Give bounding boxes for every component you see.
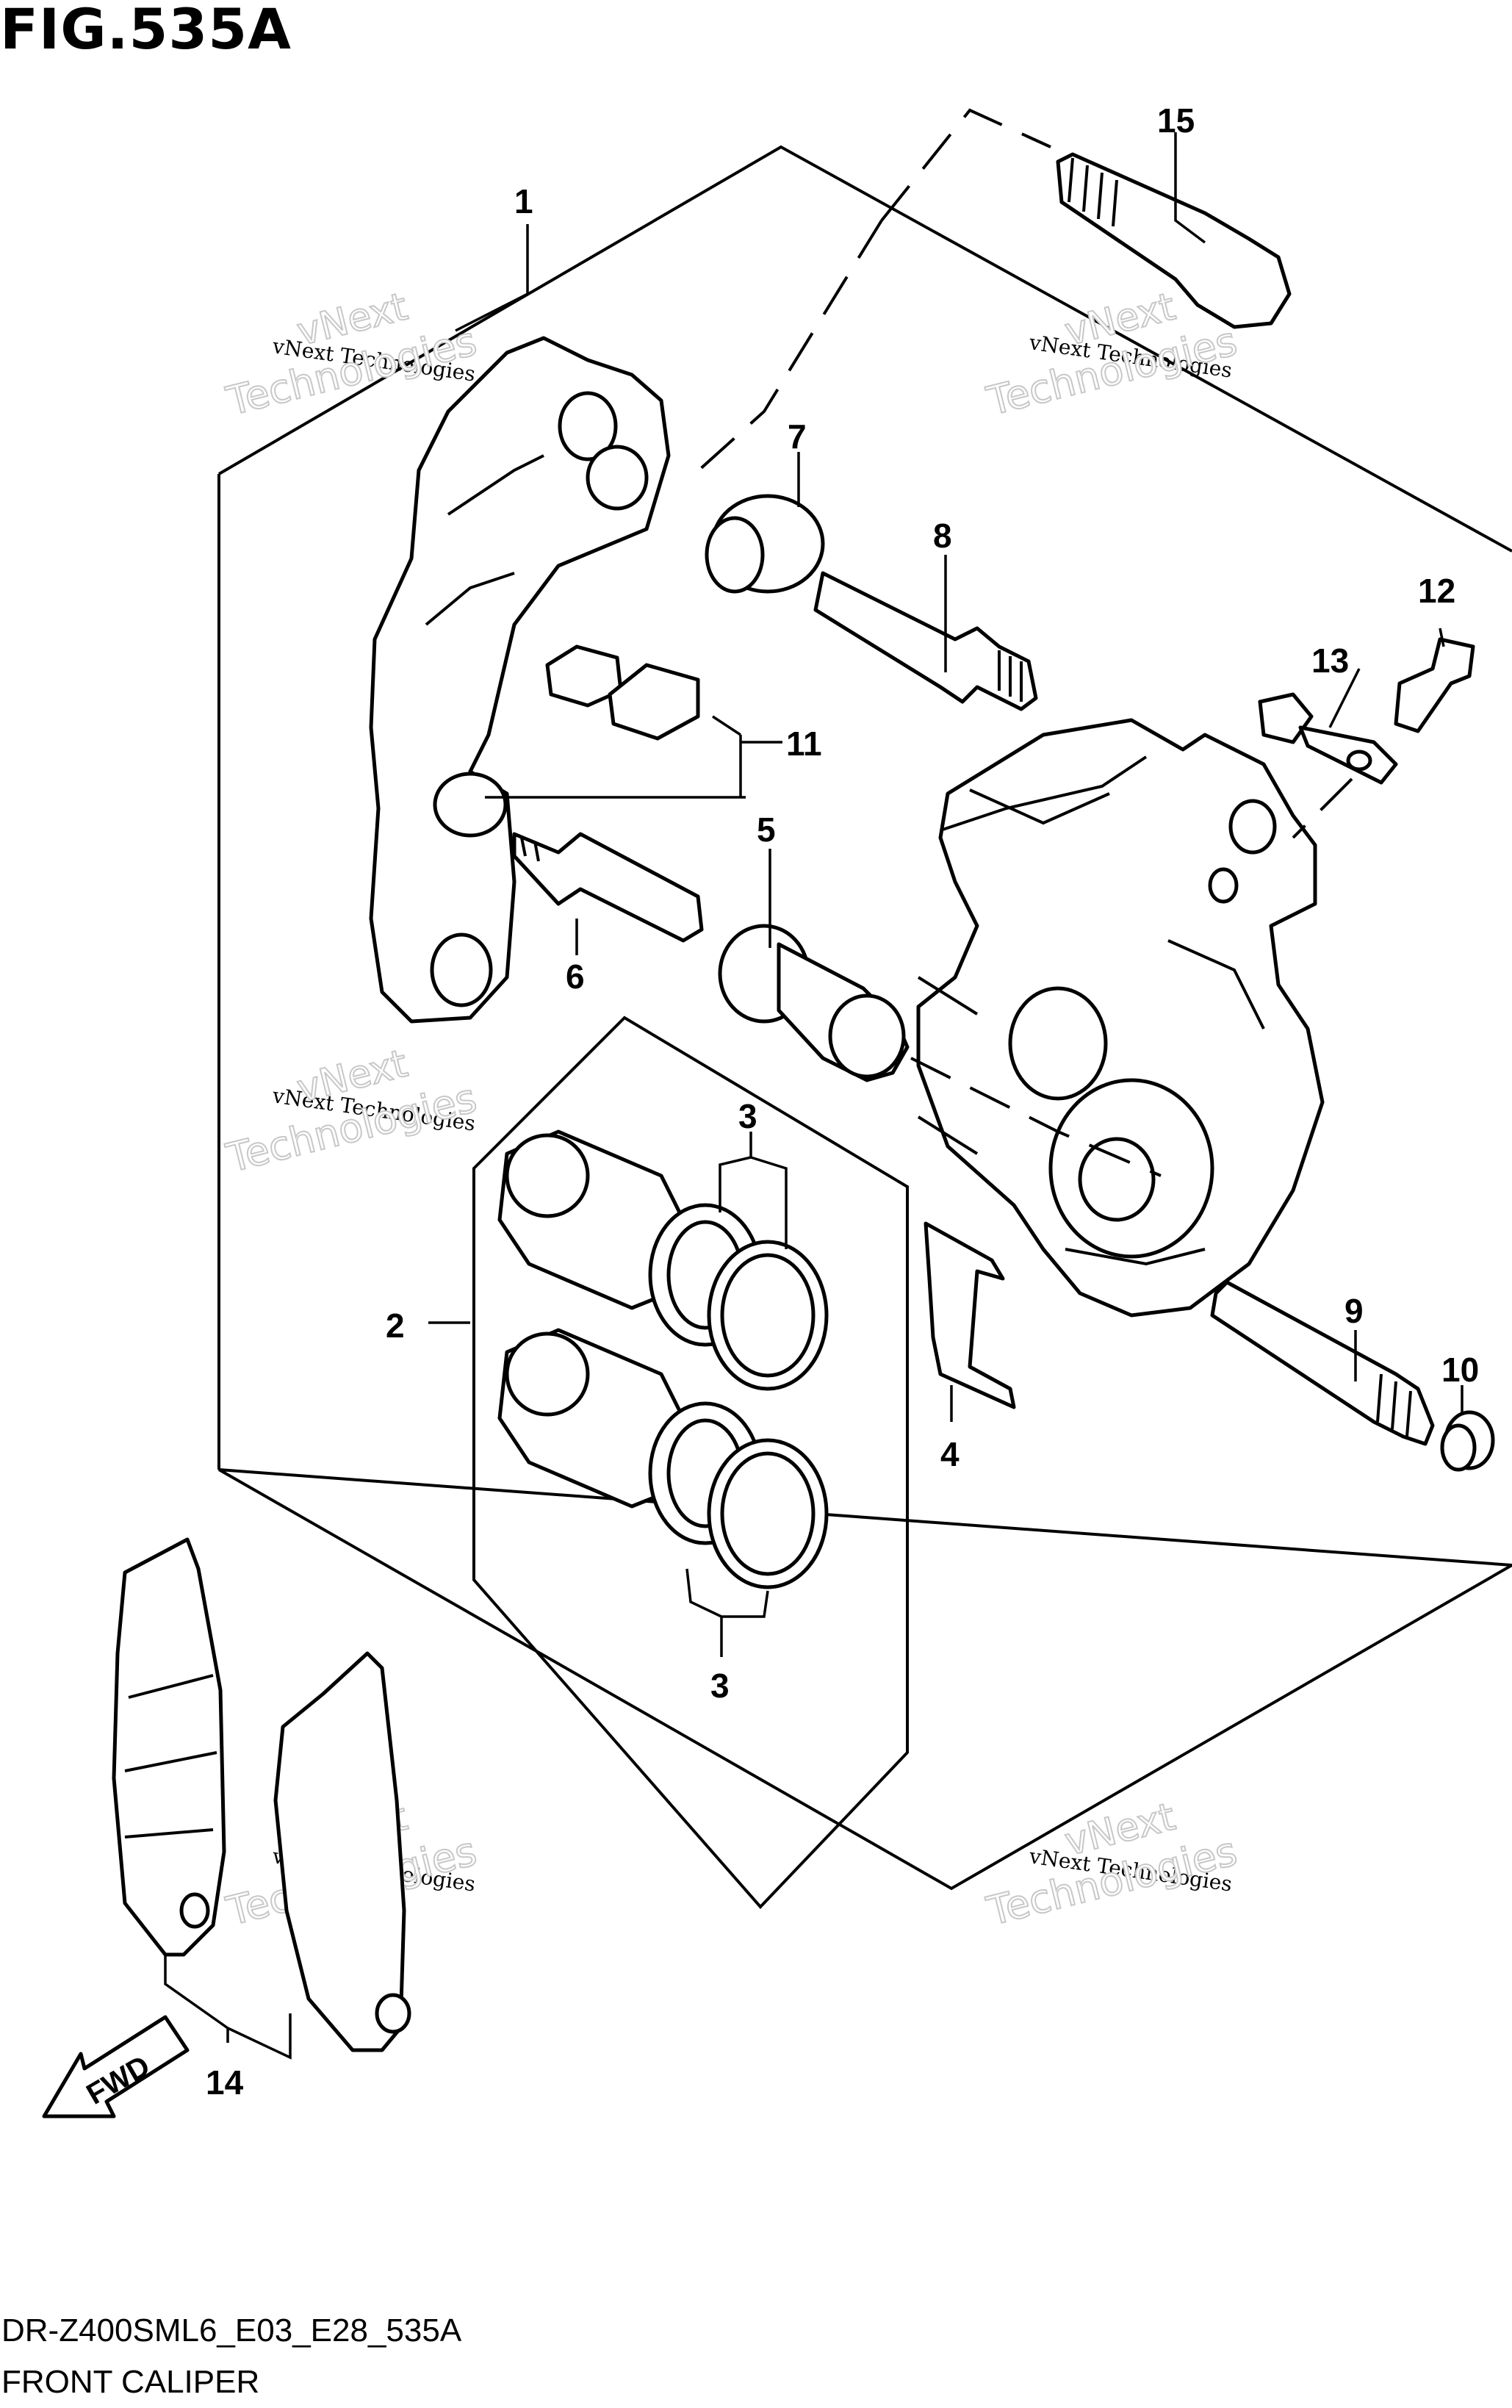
callout-8: 8 xyxy=(933,517,952,555)
leader-lines xyxy=(164,132,1464,2060)
part-brake-pads xyxy=(112,1537,411,2052)
part-bleeder xyxy=(1394,637,1475,733)
callout-13: 13 xyxy=(1311,641,1349,680)
part-bleeder-cap xyxy=(1258,692,1398,785)
callout-11: 11 xyxy=(786,725,822,763)
callout-6: 6 xyxy=(566,957,585,996)
part-boot xyxy=(705,494,825,594)
figure-caption: FRONT CALIPER xyxy=(1,2364,260,2400)
callout-10: 10 xyxy=(1441,1351,1479,1389)
callout-5: 5 xyxy=(757,811,776,849)
callout-12: 12 xyxy=(1418,572,1455,610)
callout-7: 7 xyxy=(788,417,807,456)
callout-3-top: 3 xyxy=(738,1097,757,1135)
callout-labels: 1 2 3 3 4 5 6 7 8 9 10 11 12 13 14 15 xyxy=(206,101,1479,2102)
part-caliper-body xyxy=(916,718,1325,1318)
callout-4: 4 xyxy=(940,1435,960,1473)
figure-code: DR-Z400SML6_E03_E28_535A xyxy=(1,2312,462,2348)
part-bracket-pin xyxy=(512,832,704,943)
dash-chain-lines xyxy=(689,108,1353,1177)
part-caliper-pin xyxy=(813,571,1038,711)
callout-14: 14 xyxy=(206,2063,244,2102)
part-pad-spring xyxy=(924,1221,1016,1409)
callout-15: 15 xyxy=(1157,101,1195,140)
part-pad-pin xyxy=(1210,1280,1435,1446)
part-mounting-bolt xyxy=(1056,152,1292,329)
callout-3-bottom: 3 xyxy=(710,1667,730,1705)
part-sleeve xyxy=(718,924,910,1082)
part-slide-pads xyxy=(545,644,700,741)
callout-9: 9 xyxy=(1344,1292,1364,1330)
part-pin-plug xyxy=(1440,1410,1495,1472)
part-caliper-bracket xyxy=(369,336,671,1024)
figure-title: FIG.535A xyxy=(0,0,292,62)
fwd-arrow-icon: FWD xyxy=(42,2015,190,2118)
assembly-outline xyxy=(217,145,1512,1909)
callout-1: 1 xyxy=(514,182,533,220)
callout-2: 2 xyxy=(386,1307,405,1345)
part-pistons-and-seals xyxy=(497,1129,829,1589)
